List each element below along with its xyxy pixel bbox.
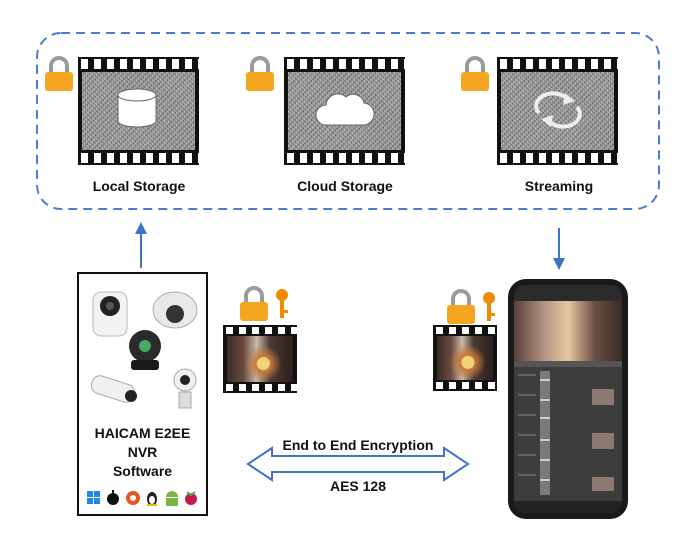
encryption-label: End to End Encryption [282, 437, 434, 453]
android-icon [166, 491, 178, 506]
phone-screen [514, 285, 622, 513]
lock-icon [244, 56, 276, 97]
lock-icon [43, 56, 75, 97]
nvr-software-panel: HAICAM E2EE NVR Software [77, 272, 208, 516]
timeline-header [514, 361, 622, 367]
film-streaming [497, 57, 618, 165]
streaming-label: Streaming [524, 178, 594, 194]
down-arrow [553, 228, 565, 270]
camera-group-icon [90, 291, 198, 409]
nvr-title-line2: NVR [127, 444, 158, 460]
live-video-view [514, 301, 622, 361]
cloud-icon [315, 93, 375, 126]
storage-container [36, 32, 660, 210]
platform-icons [87, 490, 197, 506]
recording-timeline [518, 371, 614, 495]
local-storage-label: Local Storage [92, 178, 186, 194]
nvr-title-line3: Software [112, 463, 173, 479]
double-arrow [246, 446, 470, 482]
windows-icon [87, 491, 100, 504]
database-icon [117, 88, 157, 128]
nvr-title-line1: HAICAM E2EE [94, 425, 191, 441]
phone-toolbar [514, 501, 622, 513]
nvr-title: HAICAM E2EE NVR Software [79, 424, 206, 481]
phone-status-bar [514, 285, 622, 301]
cloud-storage-label: Cloud Storage [297, 178, 393, 194]
raspberry-pi-icon [185, 491, 197, 505]
smartphone [508, 279, 628, 519]
lock-icon [459, 56, 491, 97]
up-arrow [135, 222, 147, 268]
apple-icon [107, 490, 119, 505]
lock-key-icon [447, 289, 495, 324]
sync-arrows-icon [534, 91, 582, 129]
lock-key-icon [240, 286, 288, 321]
ubuntu-icon [126, 491, 140, 505]
film-video-left [223, 325, 297, 393]
film-video-right [433, 325, 497, 391]
film-cloud-storage [284, 57, 405, 165]
aes-label: AES 128 [329, 478, 387, 494]
linux-icon [147, 492, 157, 506]
film-local-storage [78, 57, 199, 165]
